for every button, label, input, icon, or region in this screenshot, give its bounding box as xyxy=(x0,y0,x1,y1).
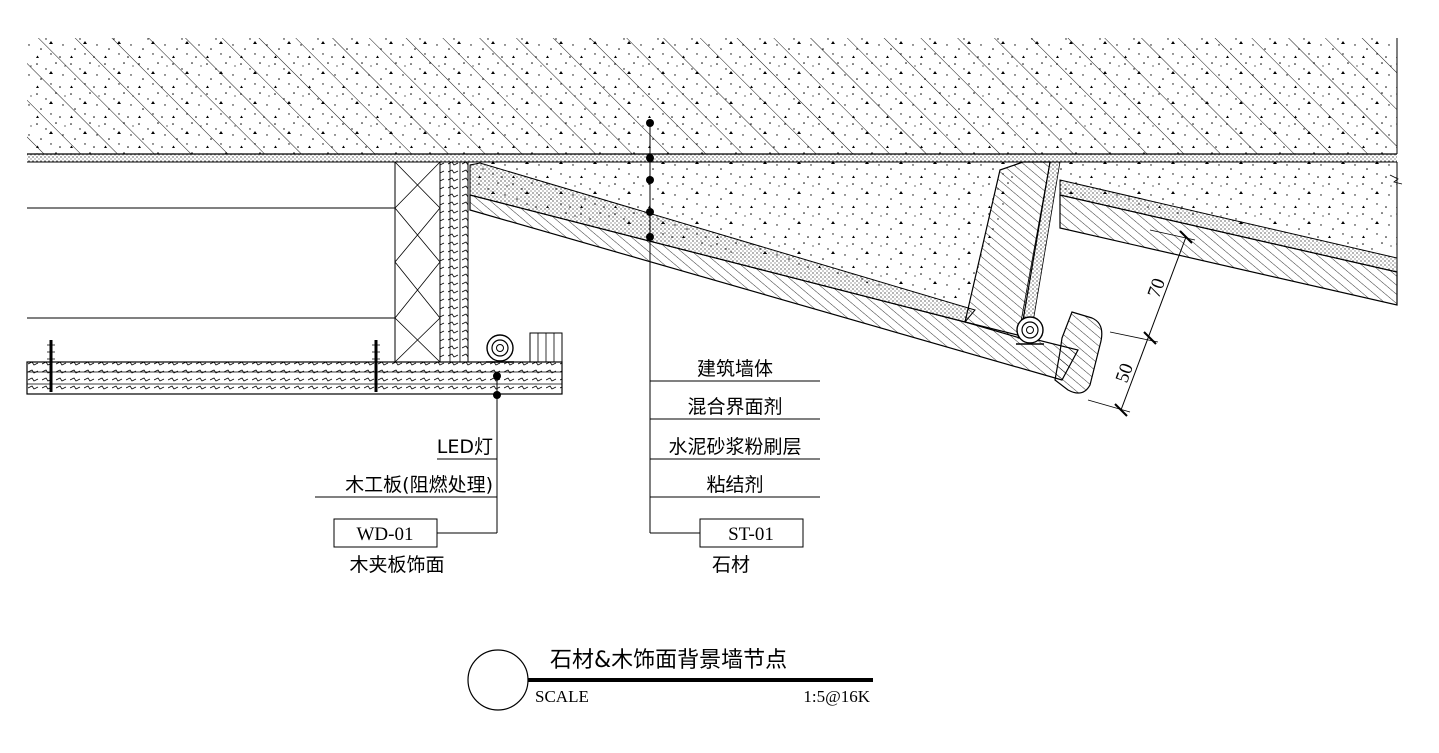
scale-value: 1:5@16K xyxy=(803,687,870,706)
leader-stone xyxy=(646,119,820,548)
led-light-icon-right xyxy=(1016,316,1044,345)
label-stone-code: ST-01 xyxy=(728,524,774,545)
mortar-fill xyxy=(470,162,1397,305)
dimension-lines xyxy=(1087,229,1196,417)
dimension-70: 70 xyxy=(1144,276,1170,301)
label-adhesive: 粘结剂 xyxy=(706,474,763,496)
wood-stud-frame xyxy=(27,161,469,363)
leader-wood xyxy=(315,372,501,548)
stone-panel-left xyxy=(469,161,1079,381)
dimension-50: 50 xyxy=(1112,361,1138,386)
label-blockboard: 木工板(阻燃处理) xyxy=(345,474,493,496)
label-wood-name: 木夹板饰面 xyxy=(349,554,444,576)
concrete-slab xyxy=(27,38,1398,155)
label-stone-name: 石材 xyxy=(712,554,750,576)
label-building-wall: 建筑墙体 xyxy=(697,358,773,380)
interface-layer xyxy=(27,154,1397,163)
label-wood-code: WD-01 xyxy=(357,524,414,545)
label-cement-mortar: 水泥砂浆粉刷层 xyxy=(668,436,801,458)
label-led-light: LED灯 xyxy=(437,436,493,458)
screw-icon-left xyxy=(47,340,55,392)
stone-return-lip xyxy=(1054,311,1103,394)
title-text: 石材&木饰面背景墙节点 xyxy=(550,648,787,673)
label-interface-agent: 混合界面剂 xyxy=(687,396,782,418)
plywood-board xyxy=(26,332,563,395)
title-block xyxy=(467,649,873,711)
screw-icon-right xyxy=(372,340,380,392)
stone-panel-right xyxy=(1059,162,1403,306)
led-light-icon-left xyxy=(486,334,514,363)
scale-label: SCALE xyxy=(535,687,589,706)
